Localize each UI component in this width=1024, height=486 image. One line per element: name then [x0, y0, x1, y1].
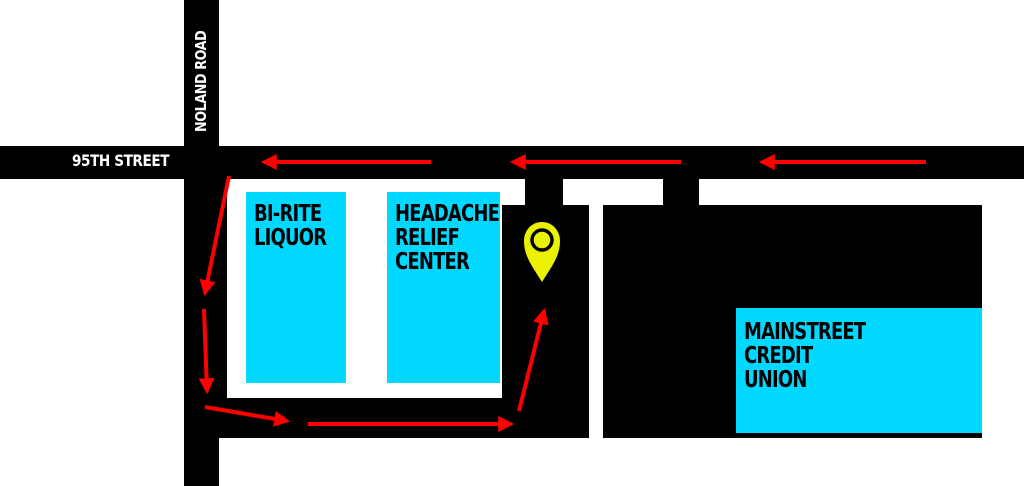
building-label: HEADACHE RELIEF CENTER [395, 202, 520, 274]
building-label-line: CENTER [395, 249, 470, 275]
street-label-95th: 95TH STREET [72, 151, 170, 170]
building-headache-relief-center: HEADACHE RELIEF CENTER [387, 192, 500, 383]
route-arrow-icon [517, 307, 549, 412]
route-arrow-icon [198, 308, 215, 395]
route-arrow-icon [204, 405, 291, 427]
building-label-line: BI-RITE [254, 201, 322, 227]
lot-left-strip [219, 179, 227, 398]
route-arrow-icon [199, 175, 231, 297]
building-bi-rite-liquor: BI-RITE LIQUOR [246, 192, 346, 383]
building-label-line: UNION [744, 367, 807, 393]
location-pin-icon [524, 222, 560, 282]
building-label: MAINSTREET CREDIT UNION [744, 320, 869, 392]
building-label-line: HEADACHE [395, 201, 500, 227]
driveway-entrance [525, 179, 563, 209]
building-label-line: MAINSTREET [744, 319, 866, 345]
building-label: BI-RITE LIQUOR [254, 202, 379, 250]
road-noland-road [184, 0, 219, 486]
building-mainstreet-credit-union: MAINSTREET CREDIT UNION [736, 308, 982, 433]
building-label-line: LIQUOR [254, 225, 327, 251]
building-label-line: RELIEF [395, 225, 460, 251]
building-label-line: CREDIT [744, 343, 813, 369]
driveway-entrance-2 [663, 179, 699, 209]
